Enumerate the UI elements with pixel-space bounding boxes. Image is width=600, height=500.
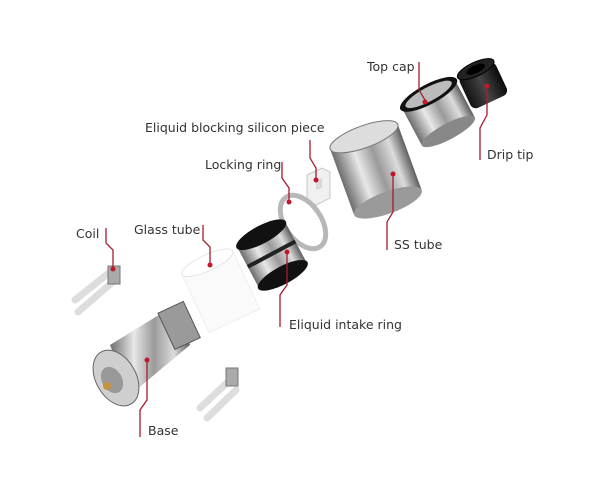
leader-top-cap <box>418 62 428 105</box>
label-locking-ring: Locking ring <box>205 157 281 172</box>
base-part <box>92 300 201 407</box>
glass-tube-part <box>181 248 261 334</box>
label-silicon-piece: Eliquid blocking silicon piece <box>145 120 325 135</box>
intake-ring-part <box>236 219 308 291</box>
drip-tip-part <box>456 58 508 109</box>
leader-coil <box>105 228 116 272</box>
label-coil: Coil <box>76 226 99 241</box>
ss-tube-part <box>329 120 422 219</box>
silicon-piece-part <box>306 167 331 206</box>
leader-silicon-piece <box>309 140 319 183</box>
label-glass-tube: Glass tube <box>134 222 201 237</box>
label-ss-tube: SS tube <box>394 237 443 252</box>
leader-glass-tube <box>202 225 213 268</box>
label-top-cap: Top cap <box>366 59 415 74</box>
leader-ss-tube <box>386 171 396 250</box>
leader-intake-ring <box>279 249 290 327</box>
label-drip-tip: Drip tip <box>487 147 534 162</box>
leader-locking-ring <box>281 162 292 205</box>
label-base: Base <box>148 423 179 438</box>
label-intake-ring: Eliquid intake ring <box>289 317 402 332</box>
coil-part <box>71 265 121 316</box>
top-cap-part <box>399 76 476 148</box>
leader-base <box>139 357 150 437</box>
coil-part-2 <box>196 367 240 422</box>
leader-drip-tip <box>479 83 490 160</box>
